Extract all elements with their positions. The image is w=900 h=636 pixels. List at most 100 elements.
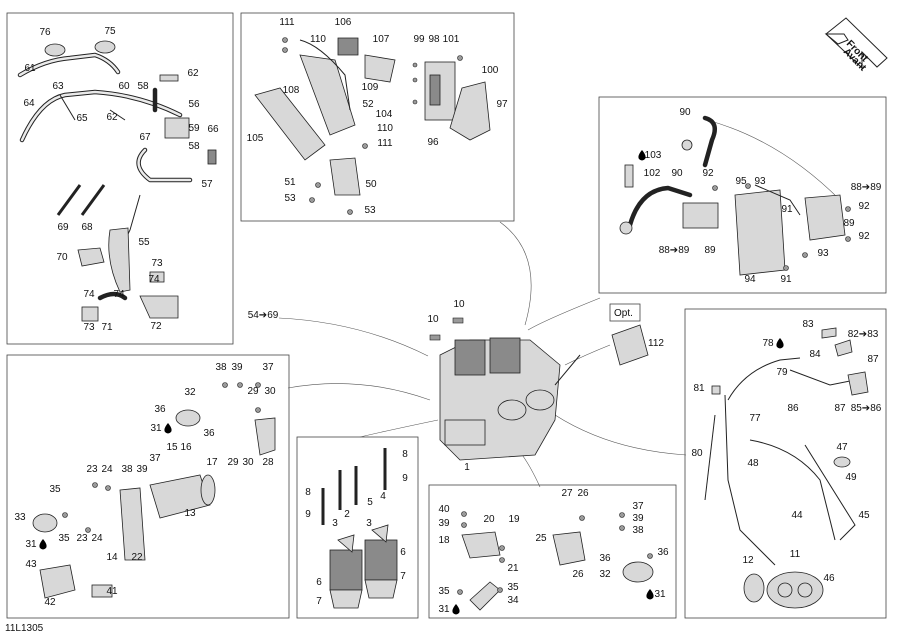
callout-c-83: 83 xyxy=(802,319,814,330)
callout-c-23a: 23 xyxy=(86,464,98,475)
callout-c-63: 63 xyxy=(52,81,64,92)
throttle-pedal-drawing xyxy=(254,37,491,215)
callout-c-3: 3 xyxy=(332,518,338,529)
callout-c-38b: 38 xyxy=(121,464,133,475)
callout-c-53a: 53 xyxy=(284,193,296,204)
callout-c-58b: 58 xyxy=(188,141,200,152)
engine-block xyxy=(429,317,649,461)
panel-ignition-coils xyxy=(296,436,419,619)
callout-c-81: 81 xyxy=(693,383,705,394)
callout-c-61: 61 xyxy=(24,63,36,74)
callout-c-5: 5 xyxy=(367,497,373,508)
callout-c-89b: 89 xyxy=(704,245,716,256)
callout-c-34: 34 xyxy=(507,595,519,606)
callout-c-9a: 9 xyxy=(402,473,408,484)
callout-c-76: 76 xyxy=(39,27,51,38)
oil-drop-icon xyxy=(452,604,460,615)
callout-c-10b: 10 xyxy=(427,314,439,325)
callout-c-101: 101 xyxy=(443,34,460,45)
callout-c-33: 33 xyxy=(14,512,26,523)
opt-box xyxy=(609,303,641,322)
callout-c-74c: 74 xyxy=(113,289,125,300)
callout-c-9b: 9 xyxy=(305,509,311,520)
callout-c-13: 13 xyxy=(184,508,196,519)
callout-c-59: 59 xyxy=(188,123,200,134)
callout-c-24a: 24 xyxy=(101,464,113,475)
callout-c-23b: 23 xyxy=(76,533,88,544)
callout-c-112: 112 xyxy=(648,338,664,349)
callout-c-8889b: 88➔89 xyxy=(659,245,690,256)
callout-c-94: 94 xyxy=(744,274,756,285)
callout-c-22: 22 xyxy=(131,552,143,563)
panel-engine-mounts xyxy=(428,484,677,619)
callout-c-87a: 87 xyxy=(867,354,879,365)
callout-c-98: 98 xyxy=(428,34,440,45)
callout-c-1: 1 xyxy=(464,462,470,473)
callout-c-7a: 7 xyxy=(400,571,406,582)
callout-c-75: 75 xyxy=(104,26,116,37)
callout-c-30a: 30 xyxy=(264,386,276,397)
panel-cooling-hoses xyxy=(6,12,234,345)
callout-c-28: 28 xyxy=(262,457,274,468)
callout-c-78: 78 xyxy=(762,338,774,349)
callout-c-6a: 6 xyxy=(400,547,406,558)
callout-c-2: 2 xyxy=(344,509,350,520)
callout-c-32b: 32 xyxy=(599,569,611,580)
callout-c-32a: 32 xyxy=(184,387,196,398)
callout-c-37a: 37 xyxy=(262,362,274,373)
callout-c-72: 72 xyxy=(150,321,162,332)
callout-c-58a: 58 xyxy=(137,81,149,92)
callout-c-91a: 91 xyxy=(781,204,793,215)
callout-c-7b: 7 xyxy=(316,596,322,607)
callout-c-31d: 31 xyxy=(654,589,666,600)
callout-c-52: 52 xyxy=(362,99,374,110)
callout-c-36a: 36 xyxy=(154,404,166,415)
cooling-hoses-drawing xyxy=(17,40,217,322)
callout-c-68: 68 xyxy=(81,222,93,233)
callout-c-51: 51 xyxy=(284,177,296,188)
callout-c-62b: 62 xyxy=(106,112,118,123)
callout-c-36b: 36 xyxy=(203,428,215,439)
panel-starter xyxy=(6,354,290,619)
callout-c-8889a: 88➔89 xyxy=(851,182,882,193)
callout-c-56: 56 xyxy=(188,99,200,110)
callout-c-37c: 37 xyxy=(632,501,644,512)
callout-c-49: 49 xyxy=(845,472,857,483)
drawing-code: 11L1305 xyxy=(5,623,44,634)
callout-c-67: 67 xyxy=(139,132,151,143)
callout-c-8a: 8 xyxy=(402,449,408,460)
callout-c-92c: 92 xyxy=(858,231,870,242)
callout-c-103: 103 xyxy=(645,150,662,161)
callout-c-109: 109 xyxy=(362,82,379,93)
callout-c-73b: 73 xyxy=(83,322,95,333)
callout-c-44: 44 xyxy=(791,510,803,521)
callout-c-65: 65 xyxy=(76,113,88,124)
callout-c-64: 64 xyxy=(23,98,35,109)
callout-c-55: 55 xyxy=(138,237,150,248)
callout-c-97: 97 xyxy=(496,99,508,110)
starter-drawing xyxy=(32,382,276,599)
callout-c-80: 80 xyxy=(691,448,703,459)
callout-c-29b: 29 xyxy=(227,457,239,468)
opt-label: Opt. xyxy=(614,308,633,319)
oil-drop-icon xyxy=(776,338,784,349)
callout-c-74b: 74 xyxy=(83,289,95,300)
callout-c-111b: 111 xyxy=(377,138,393,149)
panel-throttle-pedal xyxy=(240,12,515,222)
callout-c-53b: 53 xyxy=(364,205,376,216)
callout-c-47: 47 xyxy=(836,442,848,453)
callout-c-20: 20 xyxy=(483,514,495,525)
callout-c-38c: 38 xyxy=(632,525,644,536)
callout-c-69: 69 xyxy=(57,222,69,233)
callout-c-35b: 35 xyxy=(58,533,70,544)
callout-c-35d: 35 xyxy=(507,582,519,593)
callout-c-35a: 35 xyxy=(49,484,61,495)
callout-c-8b: 8 xyxy=(305,487,311,498)
callout-c-39a: 39 xyxy=(231,362,243,373)
callout-c-104: 104 xyxy=(376,109,393,120)
callout-c-3b: 3 xyxy=(366,518,372,529)
callout-c-95: 95 xyxy=(735,176,747,187)
